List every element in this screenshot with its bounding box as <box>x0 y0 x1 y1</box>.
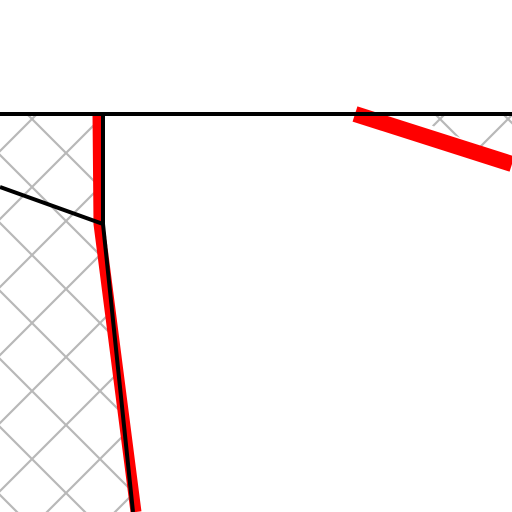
highlighted-route-group <box>92 106 512 512</box>
highlighted-route-diagonal <box>352 106 512 172</box>
boundary-lines-group <box>0 112 512 512</box>
hatched-area-group <box>0 114 512 512</box>
hatched-area-left <box>0 114 139 512</box>
boundary-line-branch <box>0 185 104 226</box>
